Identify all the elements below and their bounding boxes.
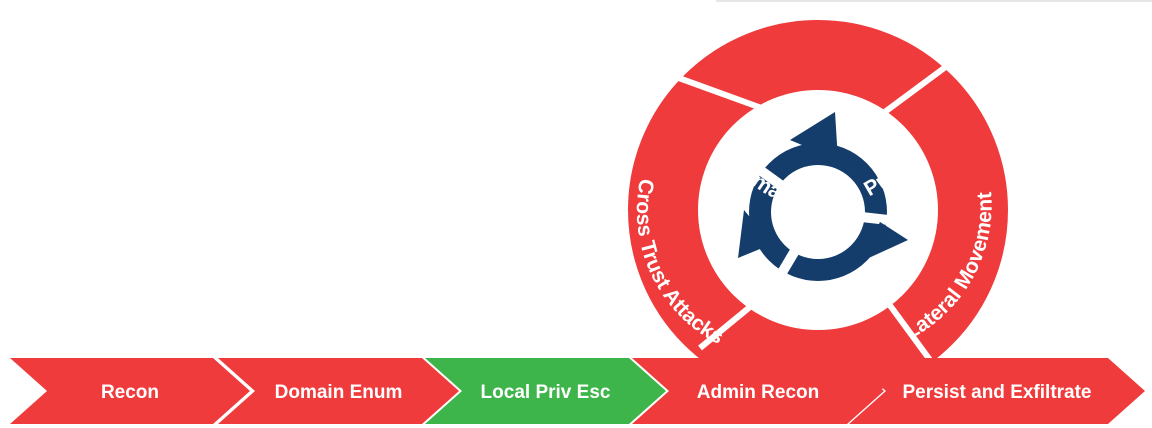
stage-chevron-persist-and-exfiltrate (849, 358, 1145, 424)
stage-chevrons: Recon Domain Enum Local Priv Esc Admin Reco… (10, 358, 1145, 424)
stage-label: Domain Enum (275, 382, 403, 403)
stage-label: Persist and Exfiltrate (902, 382, 1091, 403)
stage-chevron-local-priv-esc (425, 358, 666, 424)
refresh-cycle-icon (738, 112, 908, 281)
stage-label: Admin Recon (697, 382, 819, 403)
stage-chevron-admin-recon (632, 358, 884, 424)
stage-label: Local Priv Esc (481, 382, 611, 403)
stage-chevron-recon (10, 358, 250, 424)
stage-label: Recon (101, 382, 159, 403)
stage-chevron-domain-enum (218, 358, 459, 424)
